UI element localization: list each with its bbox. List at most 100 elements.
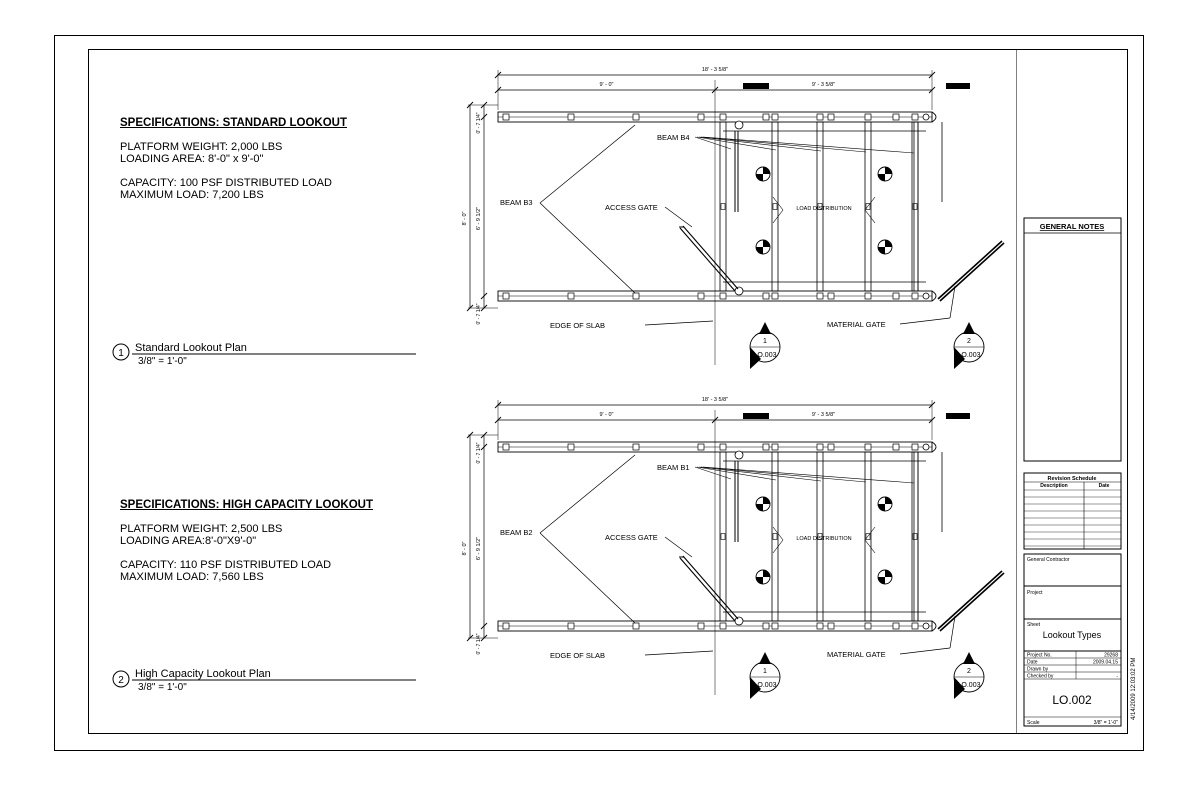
view-number: 2 — [118, 675, 124, 686]
cross-beam — [771, 121, 779, 292]
beam-clip — [864, 443, 872, 451]
leader — [539, 532, 636, 624]
beam-clip — [719, 443, 727, 451]
rail-post — [892, 292, 900, 300]
general-contractor-label: General Contractor — [1027, 557, 1070, 563]
load-symbol-fill — [878, 247, 885, 254]
plan-standard-lookout: 18' - 3 5/8"9' - 0"9' - 3 5/8"8' - 0"6' … — [462, 67, 1005, 369]
section-number: 1 — [763, 668, 767, 675]
sheet-number: LO.002 — [1052, 693, 1092, 707]
section-number: 2 — [967, 338, 971, 345]
dimension-tick — [480, 622, 488, 630]
beam-splice — [720, 533, 726, 540]
sheet-label: Sheet — [1027, 622, 1041, 628]
dimension-vertical: 0' - 7 1/4" — [476, 633, 482, 654]
spec-standard: SPECIFICATIONS: STANDARD LOOKOUT PLATFOR… — [120, 117, 347, 201]
section-arrow — [954, 347, 965, 369]
sheet-name: Lookout Types — [1043, 630, 1102, 640]
hinge — [922, 443, 930, 451]
dimension-tick — [480, 113, 488, 121]
view-number-bubble — [112, 343, 130, 361]
section-arrow — [759, 322, 771, 334]
leader — [772, 526, 784, 541]
load-distribution-label: LOAD DISTRIBUTION — [796, 536, 851, 542]
beam-front-label: BEAM B1 — [657, 463, 690, 472]
leader — [694, 466, 732, 480]
section-arrow — [759, 652, 771, 664]
beam-clip — [771, 113, 779, 121]
beam-clip — [911, 622, 919, 630]
spec-line: MAXIMUM LOAD: 7,560 LBS — [120, 571, 264, 583]
dimension-total: 18' - 3 5/8" — [702, 67, 728, 73]
section-arrow — [963, 652, 975, 664]
hinge — [922, 292, 930, 300]
section-reference: LO.003 — [754, 682, 777, 689]
section-arrow — [963, 322, 975, 334]
load-symbol-fill — [885, 570, 892, 577]
gate-hinge — [734, 450, 744, 460]
general-notes-box — [1023, 217, 1122, 462]
leader — [700, 466, 867, 483]
load-distribution-label: LOAD DISTRIBUTION — [796, 206, 851, 212]
cross-beam — [864, 451, 872, 622]
access-gate-label: ACCESS GATE — [605, 533, 658, 542]
rail-post — [697, 113, 705, 121]
load-symbol-fill — [878, 504, 885, 511]
rail-post — [827, 443, 835, 451]
beam-splice — [817, 533, 823, 540]
beam-clip — [911, 113, 919, 121]
view-number: 1 — [118, 348, 124, 359]
hinge — [922, 622, 930, 630]
leader — [698, 466, 822, 482]
load-symbol-fill — [763, 240, 770, 247]
view-number-bubble — [112, 670, 130, 688]
leader — [664, 206, 693, 228]
plot-timestamp-wrap: 4/14/2009 12:03:02 PM — [1125, 600, 1137, 730]
cross-beam — [771, 451, 779, 622]
dimension-tick — [480, 292, 488, 300]
leader — [539, 454, 636, 534]
access-gate-leaf — [679, 227, 736, 292]
view-title-1: 1 Standard Lookout Plan 3/8" = 1'-0" — [112, 342, 416, 367]
beam-clip — [816, 113, 824, 121]
load-symbol-fill — [756, 174, 763, 181]
rail-post — [502, 292, 510, 300]
load-symbol-fill — [763, 570, 770, 577]
revision-schedule-title: Revision Schedule — [1048, 476, 1097, 482]
load-symbol-fill — [878, 577, 885, 584]
leader — [864, 539, 876, 554]
view-title-2: 2 High Capacity Lookout Plan 3/8" = 1'-0… — [112, 668, 416, 693]
material-gate-leaf — [937, 240, 1003, 300]
spec-line: MAXIMUM LOAD: 7,200 LBS — [120, 189, 264, 201]
load-symbol-fill — [763, 497, 770, 504]
general-notes-heading: GENERAL NOTES — [1040, 222, 1104, 231]
edge-of-slab-label: EDGE OF SLAB — [550, 651, 605, 660]
beam-clip — [771, 622, 779, 630]
date-label: Date — [1027, 660, 1038, 666]
dimension-vertical: 8' - 0" — [462, 541, 468, 555]
rail-post — [567, 113, 575, 121]
rail-post — [697, 622, 705, 630]
dimension-tick — [494, 86, 502, 94]
leader — [644, 320, 714, 326]
dimension-total: 18' - 3 5/8" — [702, 397, 728, 403]
spec-line: LOADING AREA:8'-0"X9'-0" — [120, 535, 257, 547]
load-symbol-fill — [885, 167, 892, 174]
load-symbol-fill — [756, 247, 763, 254]
rail-end — [931, 290, 937, 302]
stop-block — [743, 83, 769, 89]
rev-col-date: Date — [1099, 483, 1110, 489]
plot-timestamp: 4/14/2009 12:03:02 PM — [1131, 657, 1137, 720]
beam-front-label: BEAM B4 — [657, 133, 690, 142]
rail-post — [892, 443, 900, 451]
rail-post — [762, 113, 770, 121]
load-symbol-fill — [885, 497, 892, 504]
checked-by-label: Checked by — [1027, 674, 1054, 680]
beam-splice — [772, 533, 778, 540]
project-no: 29268 — [1104, 653, 1118, 659]
dimension-tick — [480, 443, 488, 451]
load-symbol-fill — [878, 174, 885, 181]
access-gate-leaf — [682, 225, 739, 290]
section-reference: LO.003 — [958, 352, 981, 359]
rail-post — [762, 443, 770, 451]
